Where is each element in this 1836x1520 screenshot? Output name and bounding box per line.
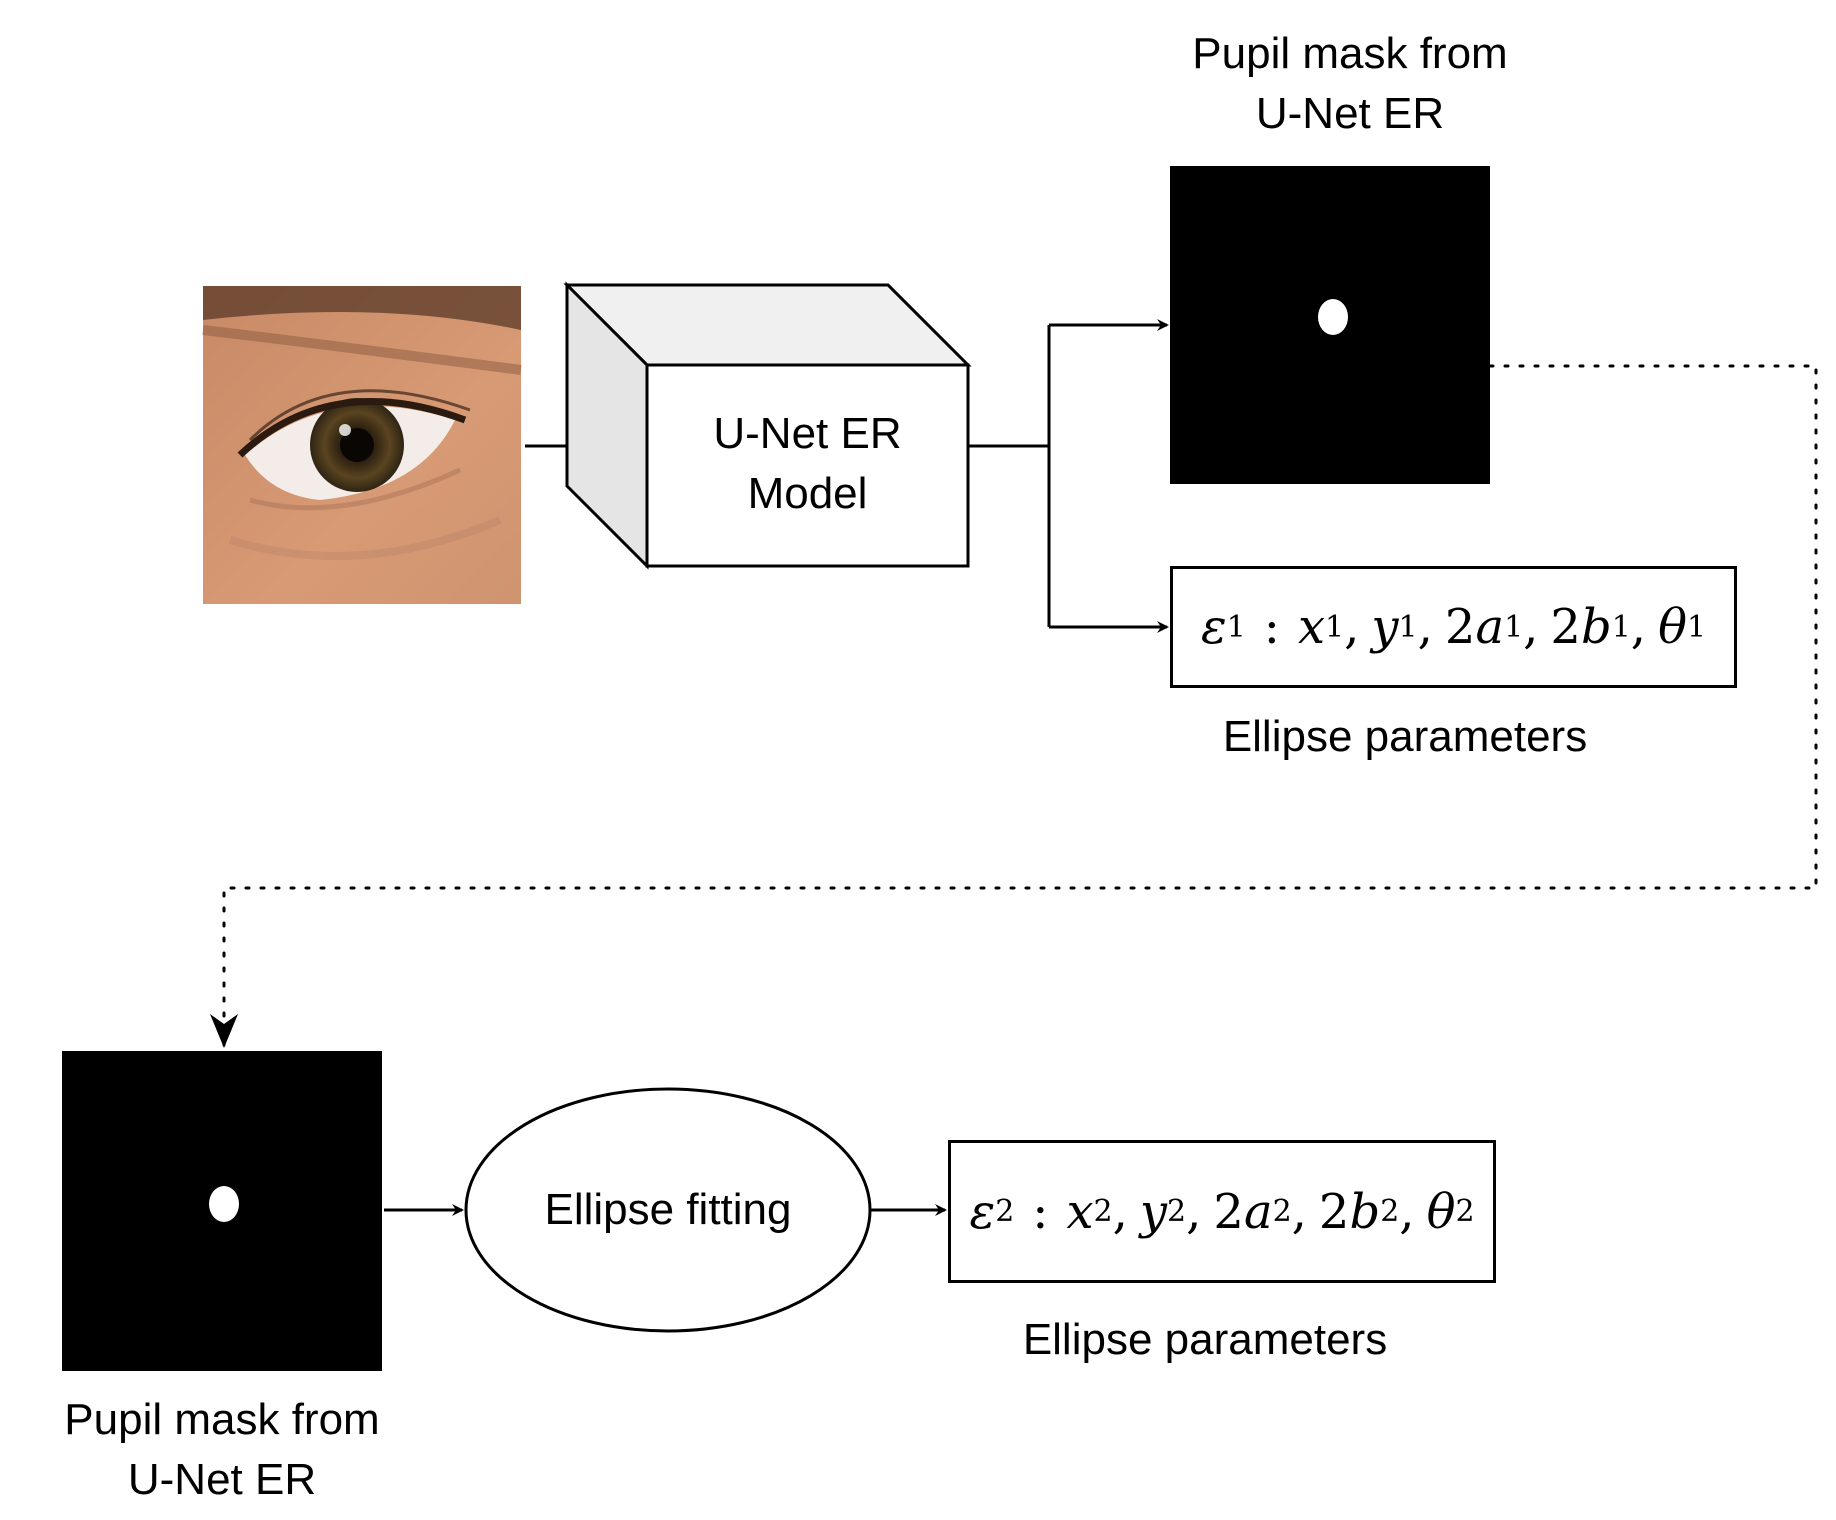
param-b-1: b xyxy=(1580,599,1612,655)
param-2b-coef-1: 2 xyxy=(1550,599,1581,655)
param-x-sub-1: 1 xyxy=(1325,609,1345,645)
param-y-1: y xyxy=(1371,599,1399,655)
eye-photo-icon xyxy=(202,286,522,604)
params-colon-2: : xyxy=(1032,1183,1049,1240)
param-b-sub-1: 1 xyxy=(1611,609,1631,645)
comma: , xyxy=(1344,599,1360,655)
param-a-1: a xyxy=(1475,599,1505,655)
param-theta-sub-2: 2 xyxy=(1455,1194,1475,1229)
params-colon-1: : xyxy=(1263,599,1280,655)
param-theta-2: θ xyxy=(1426,1183,1456,1240)
comma: , xyxy=(1291,1183,1307,1240)
comma: , xyxy=(1630,599,1647,655)
param-y-2: y xyxy=(1139,1183,1168,1240)
model-output-connectors xyxy=(968,319,1169,633)
bottom-mask-label-line-2: U-Net ER xyxy=(127,1455,317,1504)
eps-sub-1: 1 xyxy=(1226,609,1246,645)
top-pupil-mask-icon xyxy=(1170,166,1490,484)
param-y-sub-1: 1 xyxy=(1398,609,1418,645)
params-caption-1: Ellipse parameters xyxy=(1222,712,1588,761)
param-y-sub-2: 2 xyxy=(1167,1194,1187,1229)
comma: , xyxy=(1523,599,1539,655)
param-a-sub-1: 1 xyxy=(1504,609,1524,645)
comma: , xyxy=(1186,1183,1202,1240)
param-theta-1: θ xyxy=(1658,599,1687,655)
dotted-arrowhead xyxy=(210,1014,238,1048)
top-pupil-dot xyxy=(1318,299,1348,335)
eps-sub-2: 2 xyxy=(995,1194,1015,1229)
param-a-sub-2: 2 xyxy=(1272,1194,1292,1229)
param-x-2: x xyxy=(1066,1183,1094,1240)
params-caption-2: Ellipse parameters xyxy=(1022,1315,1388,1364)
bottom-pupil-dot xyxy=(209,1186,239,1222)
model-label: U-Net ER Model xyxy=(647,404,968,524)
param-theta-sub-1: 1 xyxy=(1686,609,1707,645)
top-mask-label-line-1: Pupil mask from xyxy=(1192,29,1508,78)
top-mask-label: Pupil mask from U-Net ER xyxy=(1160,24,1540,144)
param-2b-coef-2: 2 xyxy=(1318,1183,1350,1240)
bottom-mask-label-line-1: Pupil mask from xyxy=(64,1395,380,1444)
top-mask-label-line-2: U-Net ER xyxy=(1255,89,1445,138)
param-a-2: a xyxy=(1243,1183,1273,1240)
comma: , xyxy=(1112,1183,1128,1240)
param-2a-coef-2: 2 xyxy=(1213,1183,1244,1240)
comma: , xyxy=(1417,599,1433,655)
model-label-line-1: U-Net ER xyxy=(713,409,902,458)
bottom-pupil-mask-icon xyxy=(62,1051,382,1371)
dotted-connector xyxy=(222,364,1818,1047)
param-x-sub-2: 2 xyxy=(1093,1194,1113,1229)
bottom-mask-label: Pupil mask from U-Net ER xyxy=(22,1390,422,1510)
model-box xyxy=(563,281,972,570)
param-x-1: x xyxy=(1297,599,1326,655)
param-b-2: b xyxy=(1349,1183,1381,1240)
param-2a-coef-1: 2 xyxy=(1444,599,1476,655)
comma: , xyxy=(1399,1183,1415,1240)
ellipse-fitting-label: Ellipse fitting xyxy=(544,1185,792,1234)
eps-symbol-1: ε xyxy=(1200,599,1227,655)
eps-symbol-2: ε xyxy=(969,1183,996,1240)
model-label-line-2: Model xyxy=(747,469,868,518)
param-b-sub-2: 2 xyxy=(1380,1194,1400,1229)
